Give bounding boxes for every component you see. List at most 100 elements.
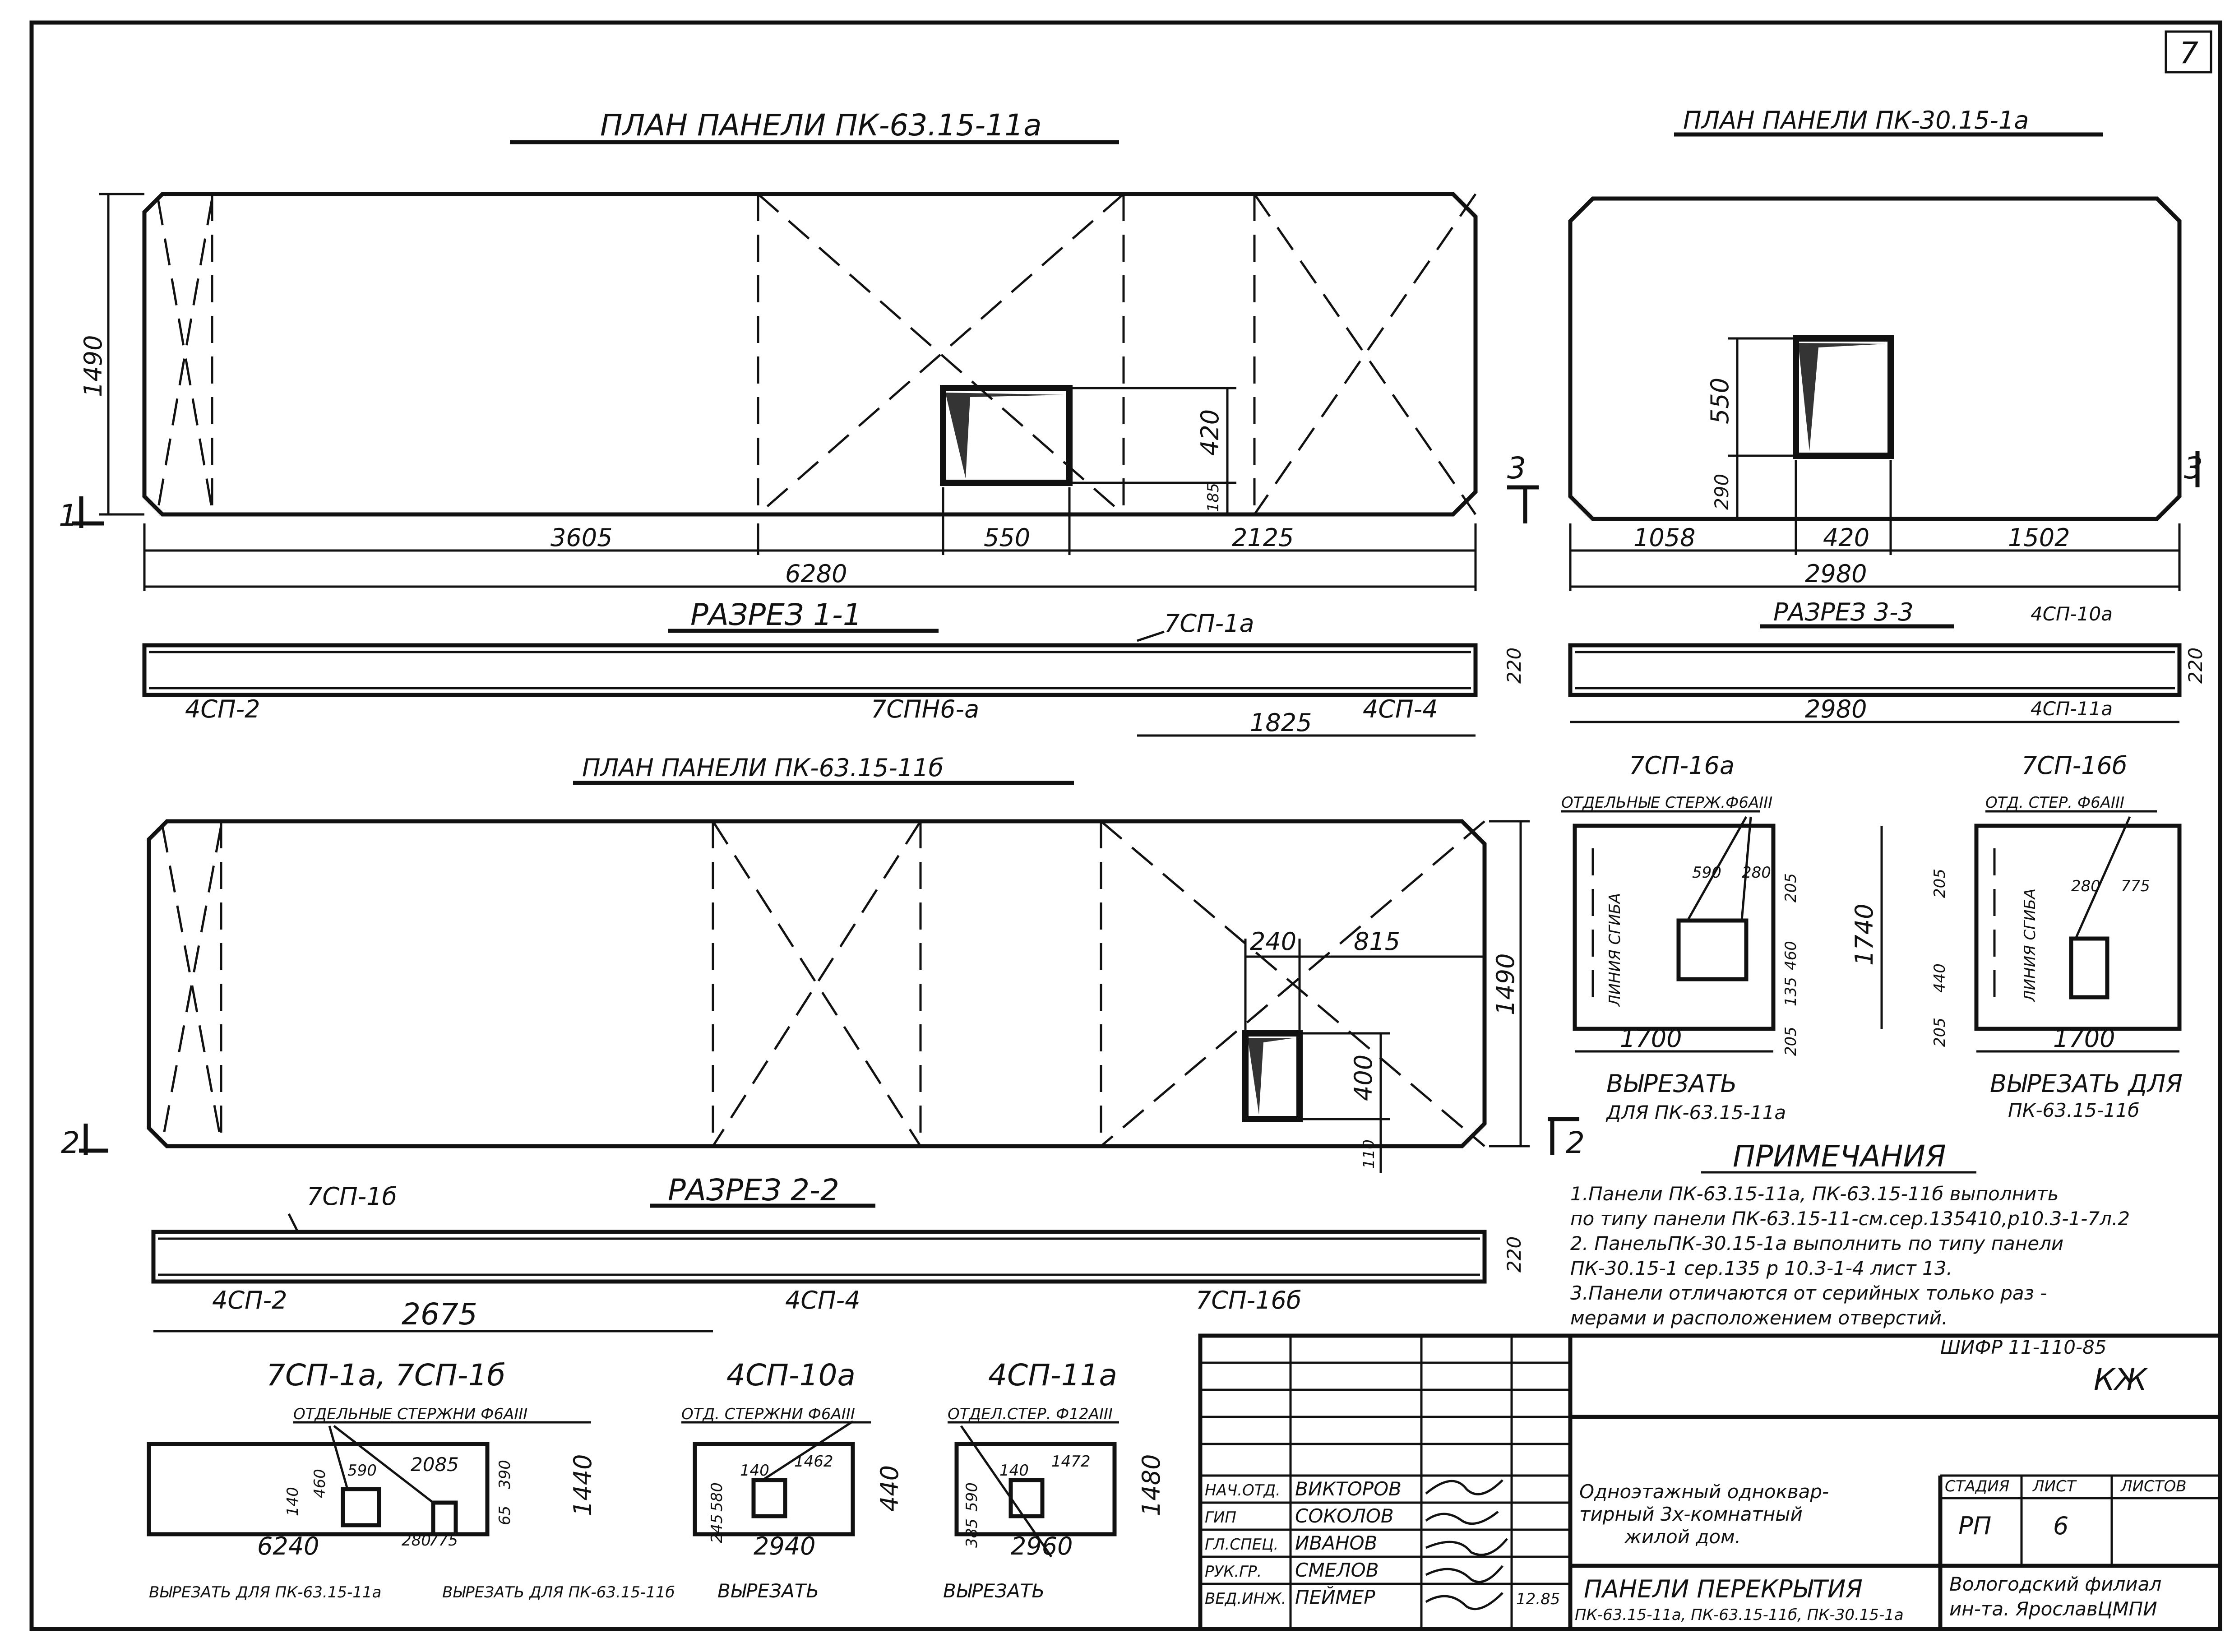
detail-note: ОТДЕЛ.СТЕР. Ф12АIII <box>948 1405 1113 1423</box>
dim: 2940 <box>754 1532 815 1560</box>
panel-opening <box>940 385 1073 486</box>
dim-6280: 6280 <box>785 560 847 588</box>
cut-label: ВЫРЕЗАТЬ ДЛЯ ПК-63.15-11б <box>442 1583 675 1601</box>
dim: 1440 <box>569 1454 597 1516</box>
bar-label: 4СП-2 <box>212 1286 287 1314</box>
stage-header: СТАДИЯ <box>1945 1477 2009 1495</box>
dim: 1462 <box>794 1453 833 1471</box>
dim-420: 420 <box>1823 523 1869 552</box>
dim: 140 <box>284 1487 302 1516</box>
bar-label: 7СП-16б <box>1196 1286 1301 1314</box>
note-line: 2. ПанельПК-30.15-1а выполнить по типу п… <box>1570 1232 2063 1254</box>
detail-opening <box>1676 918 1749 981</box>
org-line: Вологодский филиал <box>1949 1573 2161 1595</box>
section-mark-3-right: 3 <box>2184 451 2203 486</box>
panel-outline <box>147 819 1487 1148</box>
dim-400: 400 <box>1349 1055 1378 1101</box>
sheets-header: ЛИСТОВ <box>2120 1477 2187 1495</box>
detail-title: 7СП-16а <box>1629 751 1735 780</box>
dim: 1472 <box>1051 1453 1091 1471</box>
bend-line-label: ЛИНИЯ СГИБА <box>2021 888 2039 1003</box>
section-mark-2-left: 2 <box>61 1125 80 1160</box>
role: ГИП <box>1205 1509 1236 1527</box>
dim-1740: 1740 <box>1850 904 1878 966</box>
dim-290: 290 <box>1711 474 1733 510</box>
section-3-3: РАЗРЕЗ 3-3 4СП-10а 2980 4СП-11а 220 <box>1568 598 2207 723</box>
detail-16a: 7СП-16а ОТДЕЛЬНЫЕ СТЕРЖ.Ф6АIII ЛИНИЯ СГИ… <box>1561 751 1883 1124</box>
signature <box>1425 1511 1499 1525</box>
cut-label: ВЫРЕЗАТЬ <box>1606 1069 1737 1098</box>
dim: 590 <box>347 1462 377 1480</box>
sheet-frame <box>29 20 2222 1631</box>
section-mark-1-left: 1 <box>59 498 78 533</box>
detail-opening <box>341 1487 381 1527</box>
dim: 460 <box>311 1469 329 1498</box>
plan-11b-title: ПЛАН ПАНЕЛИ ПК-63.15-11б <box>582 754 944 782</box>
name: СОКОЛОВ <box>1295 1505 1394 1527</box>
section-mark-3-right: 3 <box>1507 451 1526 486</box>
dim: 590 <box>1692 864 1721 882</box>
dim-1502: 1502 <box>2008 523 2070 552</box>
plan-11a-title: ПЛАН ПАНЕЛИ ПК-63.15-11а <box>600 108 1042 143</box>
detail-title: 4СП-11а <box>988 1358 1117 1393</box>
bar-label: 7СПН6-а <box>871 695 979 723</box>
detail-sheet <box>693 1442 855 1536</box>
dim: 440 <box>875 1465 904 1512</box>
dim: 135 <box>1782 977 1800 1006</box>
section-2-2: РАЗРЕЗ 2-2 7СП-1б 4СП-2 4СП-4 7СП-16б 26… <box>151 1173 1525 1333</box>
drawing-subtitle: ПК-63.15-11а, ПК-63.15-11б, ПК-30.15-1а <box>1575 1606 1904 1624</box>
cut-for-label: ДЛЯ ПК-63.15-11а <box>1605 1101 1786 1124</box>
notes-title: ПРИМЕЧАНИЯ <box>1733 1139 1946 1174</box>
bar-label: 7СП-1б <box>307 1182 397 1211</box>
sheet-header: ЛИСТ <box>2032 1477 2077 1495</box>
dim-1700: 1700 <box>1620 1024 1682 1053</box>
dim: 205 <box>1931 1018 1949 1047</box>
detail-sheet <box>1974 824 2182 1031</box>
dim-2980: 2980 <box>1805 695 1867 723</box>
cut-label: ВЫРЕЗАТЬ <box>943 1580 1045 1602</box>
dim: 2960 <box>1011 1532 1073 1560</box>
role: ВЕД.ИНЖ. <box>1205 1590 1286 1608</box>
panel-opening <box>1793 335 1894 459</box>
date: 12.85 <box>1516 1590 1560 1608</box>
dim: 385 <box>963 1518 981 1548</box>
sheet-number-box <box>2165 30 2212 74</box>
dim-420: 420 <box>1196 409 1224 456</box>
dim-1700: 1700 <box>2053 1024 2115 1053</box>
signature <box>1425 1479 1503 1495</box>
bar-label: 7СП-1а <box>1164 609 1254 638</box>
section-mark-2-right: 2 <box>1566 1125 1585 1160</box>
plan-11b: ПЛАН ПАНЕЛИ ПК-63.15-11б 240 815 400 110… <box>61 754 1585 1173</box>
dim: 775 <box>429 1532 458 1550</box>
detail-11a: 4СП-11а ОТДЕЛ.СТЕР. Ф12АIII 1472 2960 14… <box>943 1358 1166 1602</box>
drawing-title: ПАНЕЛИ ПЕРЕКРЫТИЯ <box>1584 1575 1863 1603</box>
detail-sheet <box>147 1442 490 1536</box>
role: РУК.ГР. <box>1205 1563 1262 1581</box>
dim-220: 220 <box>1503 648 1525 684</box>
dim-185: 185 <box>1204 483 1222 512</box>
dim-240: 240 <box>1250 927 1296 956</box>
name: ПЕЙМЕР <box>1295 1586 1375 1608</box>
sheet-value: 6 <box>2053 1512 2068 1540</box>
detail-opening <box>1008 1478 1045 1518</box>
dim: 590 <box>963 1482 981 1512</box>
stage-value: РП <box>1958 1512 1991 1540</box>
sheet-number: 7 <box>2179 36 2198 70</box>
dim-1058: 1058 <box>1633 523 1695 552</box>
bar-label: 4СП-10а <box>2031 603 2113 625</box>
detail-note: ОТД. СТЕР. Ф6АIII <box>1985 794 2124 812</box>
cut-label: ВЫРЕЗАТЬ <box>717 1580 819 1602</box>
project-line: Одноэтажный одноквар- <box>1579 1481 1829 1503</box>
name: СМЕЛОВ <box>1295 1559 1379 1581</box>
dim: 440 <box>1931 963 1949 993</box>
dim-550: 550 <box>984 523 1030 552</box>
project-line: тирный 3х-комнатный <box>1579 1503 1803 1525</box>
detail-title: 7СП-16б <box>2022 751 2127 780</box>
section-3-title: РАЗРЕЗ 3-3 <box>1773 598 1914 626</box>
dim-1825: 1825 <box>1250 708 1312 737</box>
cut-for-label: ПК-63.15-11б <box>2008 1099 2139 1121</box>
role: НАЧ.ОТД. <box>1205 1481 1281 1499</box>
section-1-title: РАЗРЕЗ 1-1 <box>690 597 862 632</box>
dim: 280 <box>2071 877 2100 895</box>
dim: 1480 <box>1137 1454 1166 1516</box>
